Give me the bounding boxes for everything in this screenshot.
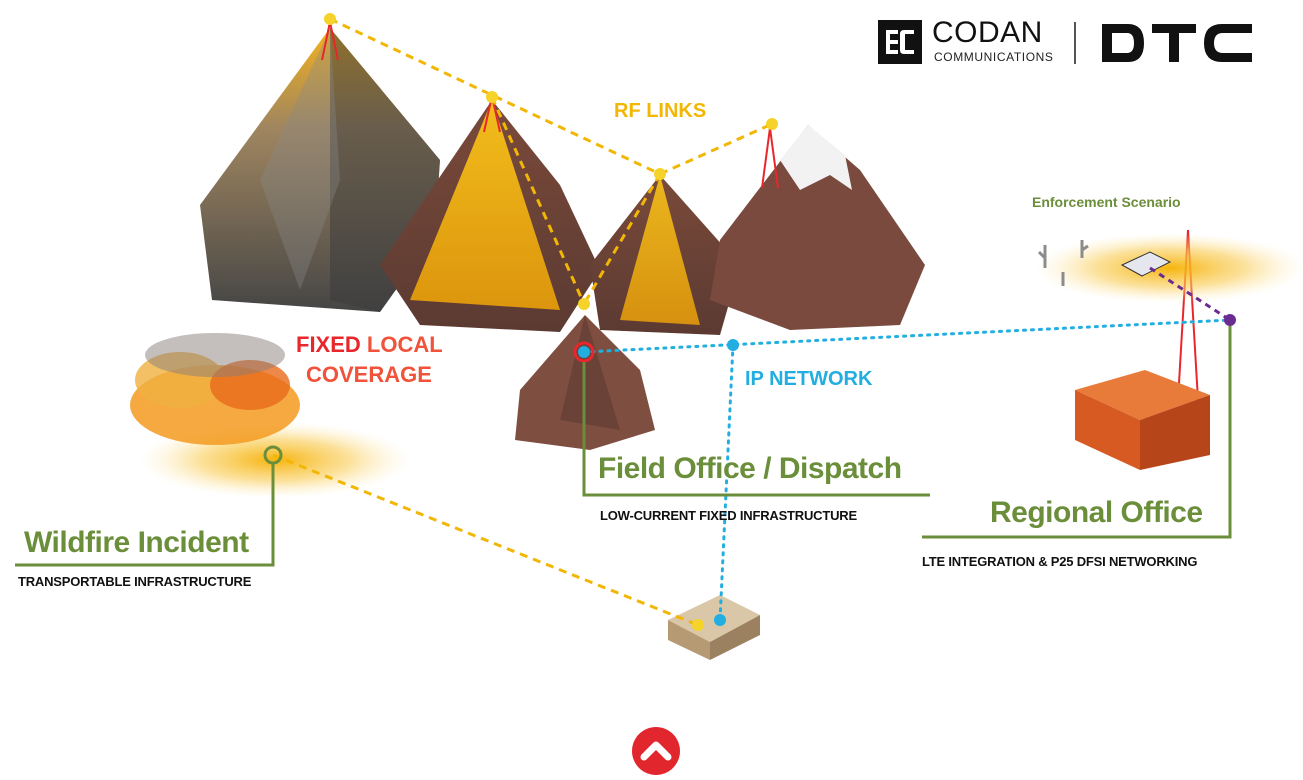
- callout-lines: [15, 326, 1232, 567]
- fixed-word: FIXED: [296, 332, 361, 357]
- enforcement-node: [1224, 314, 1236, 326]
- rf-nodes: [324, 13, 778, 631]
- regional-office-title: Regional Office: [990, 496, 1203, 529]
- radio-tower-icons: [321, 21, 1199, 401]
- ip-nodes: [578, 339, 739, 626]
- local-word: LOCAL: [366, 332, 443, 357]
- rf-links-label: RF LINKS: [614, 100, 707, 122]
- codan-subtitle: COMMUNICATIONS: [934, 50, 1054, 64]
- wildfire-incident-subtitle: TRANSPORTABLE INFRASTRUCTURE: [18, 574, 252, 589]
- wildfire-incident-title: Wildfire Incident: [24, 526, 249, 559]
- scroll-to-top-button[interactable]: [632, 727, 680, 775]
- cactus-icons: [1037, 240, 1089, 286]
- codan-logo-mark-icon: [878, 20, 922, 64]
- mountain-snow: [710, 125, 925, 330]
- mountain-brown-2: [590, 175, 740, 335]
- regional-office-building-icon: [1075, 370, 1210, 470]
- dispatch-building-icon: [668, 595, 760, 660]
- dtc-logo-icon: [1102, 24, 1252, 62]
- logo-divider: [1074, 22, 1076, 64]
- burning-trees-icon: [130, 333, 300, 445]
- codan-dtc-logo: CODAN COMMUNICATIONS: [878, 16, 1258, 68]
- enforcement-glow: [1035, 233, 1303, 303]
- police-vehicle-icon: [1120, 251, 1172, 277]
- enforcement-scenario-label: Enforcement Scenario: [1032, 194, 1181, 210]
- mountain-brown-1: [380, 100, 600, 332]
- ip-network-links: [582, 318, 1232, 622]
- regional-office-subtitle: LTE INTEGRATION & P25 DFSI NETWORKING: [922, 554, 1198, 569]
- fixed-local-coverage-label: FIXED LOCAL COVERAGE: [296, 330, 443, 390]
- chevron-up-icon: [640, 741, 672, 761]
- codan-wordmark: CODAN: [932, 16, 1043, 49]
- field-office-subtitle: LOW-CURRENT FIXED INFRASTRUCTURE: [600, 508, 857, 523]
- field-office-title: Field Office / Dispatch: [598, 452, 902, 485]
- coverage-word: COVERAGE: [306, 362, 432, 387]
- enforcement-link: [1149, 266, 1231, 322]
- ip-network-label: IP NETWORK: [745, 368, 873, 390]
